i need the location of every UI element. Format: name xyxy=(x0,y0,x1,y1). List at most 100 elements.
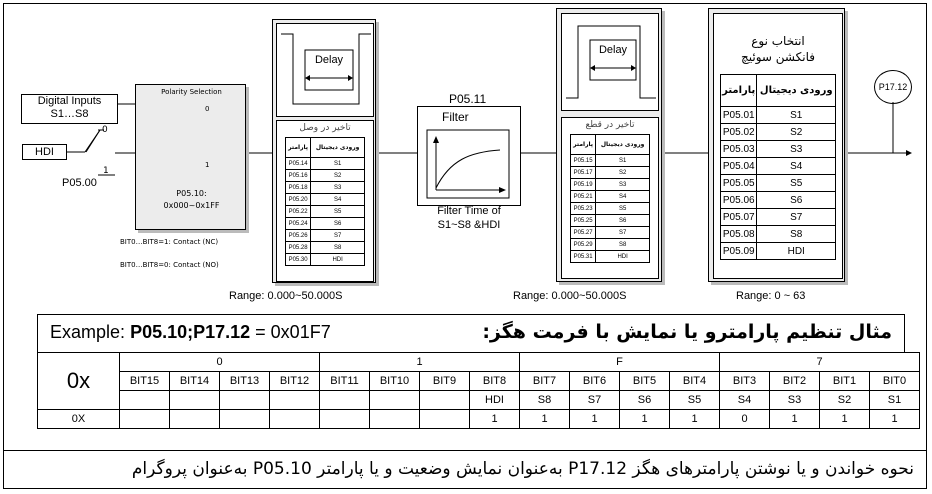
bit-name: BIT14 xyxy=(169,371,220,391)
bit-signal: S7 xyxy=(569,390,620,410)
polarity-range: 0x000~0x1FF xyxy=(163,201,220,210)
hdi-label: HDI xyxy=(35,146,54,158)
hex-prefix: 0x xyxy=(37,352,120,410)
bit-value: 1 xyxy=(619,409,670,429)
bit-name: BIT7 xyxy=(519,371,570,391)
input-cell: S8 xyxy=(310,241,365,254)
param-cell: P05.17 xyxy=(569,166,597,179)
delay-on-header-param: پارامتر xyxy=(284,137,312,158)
digital-inputs-box: Digital Inputs S1…S8 xyxy=(21,94,118,124)
bit-signal: S4 xyxy=(719,390,770,410)
input-cell: S2 xyxy=(310,169,365,182)
param-cell: P05.02 xyxy=(719,123,758,141)
bit-signal xyxy=(319,390,370,410)
bit-value xyxy=(119,409,170,429)
input-cell: S4 xyxy=(595,190,650,203)
delay-on-range: Range: 0.000~50.000S xyxy=(229,290,343,302)
filter-box: Filter xyxy=(417,106,521,206)
input-cell: S3 xyxy=(310,181,365,194)
input-cell: S3 xyxy=(756,140,836,158)
function-header-input: ورودی دیجیتال xyxy=(756,74,836,107)
input-cell: S6 xyxy=(310,217,365,230)
input-cell: S8 xyxy=(756,225,836,243)
bit-value: 0 xyxy=(719,409,770,429)
example-label: Example: xyxy=(50,322,126,342)
param-cell: P05.28 xyxy=(284,241,312,254)
input-cell: S2 xyxy=(595,166,650,179)
param-cell: P05.22 xyxy=(284,205,312,218)
function-title-2: فانکشن سوئیچ xyxy=(741,50,815,64)
input-cell: S1 xyxy=(756,106,836,124)
polarity-pos0: 0 xyxy=(205,105,210,113)
delay-on-label: Delay xyxy=(314,54,344,66)
bit-value: 1 xyxy=(669,409,720,429)
bit-signal xyxy=(369,390,420,410)
polarity-note-no: BIT0…BIT8=0: Contact (NO) xyxy=(120,261,219,269)
bit-signal xyxy=(219,390,270,410)
example-params: P05.10;P17.12 xyxy=(130,322,251,342)
param-cell: P05.15 xyxy=(569,154,597,167)
bit-name: BIT8 xyxy=(469,371,520,391)
bit-value xyxy=(319,409,370,429)
switch-pos0: 0 xyxy=(102,125,108,135)
param-cell: P05.26 xyxy=(284,229,312,242)
param-cell: P05.23 xyxy=(569,202,597,215)
param-cell: P05.31 xyxy=(569,250,597,263)
input-cell: S7 xyxy=(756,208,836,226)
input-cell: S7 xyxy=(595,226,650,239)
input-cell: S8 xyxy=(595,238,650,251)
delay-off-title: تاخیر در قطع xyxy=(585,120,635,130)
value-row-label: 0X xyxy=(37,409,120,429)
bit-signal: S6 xyxy=(619,390,670,410)
footer-divider xyxy=(3,450,927,451)
bit-signal: HDI xyxy=(469,390,520,410)
polarity-block: Polarity Selection 0 1 P05.10: 0x000~0x1… xyxy=(135,84,246,230)
bit-value xyxy=(169,409,220,429)
digital-inputs-range: S1…S8 xyxy=(50,108,89,120)
hex-digit: 7 xyxy=(719,352,920,372)
switch-param: P05.00 xyxy=(62,177,97,189)
bit-signal xyxy=(269,390,320,410)
output-label: P17.12 xyxy=(878,82,908,92)
example-formula: Example: P05.10;P17.12 = 0x01F7 xyxy=(50,322,331,343)
bit-signal xyxy=(119,390,170,410)
param-cell: P05.19 xyxy=(569,178,597,191)
bit-name: BIT4 xyxy=(669,371,720,391)
example-header: Example: P05.10;P17.12 = 0x01F7 مثال تنظ… xyxy=(37,314,905,352)
input-cell: S6 xyxy=(756,191,836,209)
input-cell: S1 xyxy=(310,157,365,170)
filter-title: Filter xyxy=(442,110,469,124)
bit-value xyxy=(419,409,470,429)
param-cell: P05.07 xyxy=(719,208,758,226)
param-cell: P05.06 xyxy=(719,191,758,209)
bit-name: BIT0 xyxy=(869,371,920,391)
bit-value: 1 xyxy=(469,409,520,429)
bit-value xyxy=(269,409,320,429)
bit-value: 1 xyxy=(769,409,820,429)
bit-signal xyxy=(169,390,220,410)
bit-name: BIT2 xyxy=(769,371,820,391)
delay-off-header-input: ورودی دیجیتال xyxy=(595,134,650,155)
filter-caption-line2: S1~S8 &HDI xyxy=(437,219,501,231)
param-cell: P05.03 xyxy=(719,140,758,158)
bit-name: BIT11 xyxy=(319,371,370,391)
polarity-note-nc: BIT0…BIT8=1: Contact (NC) xyxy=(120,238,219,246)
function-range: Range: 0 ~ 63 xyxy=(736,290,806,302)
